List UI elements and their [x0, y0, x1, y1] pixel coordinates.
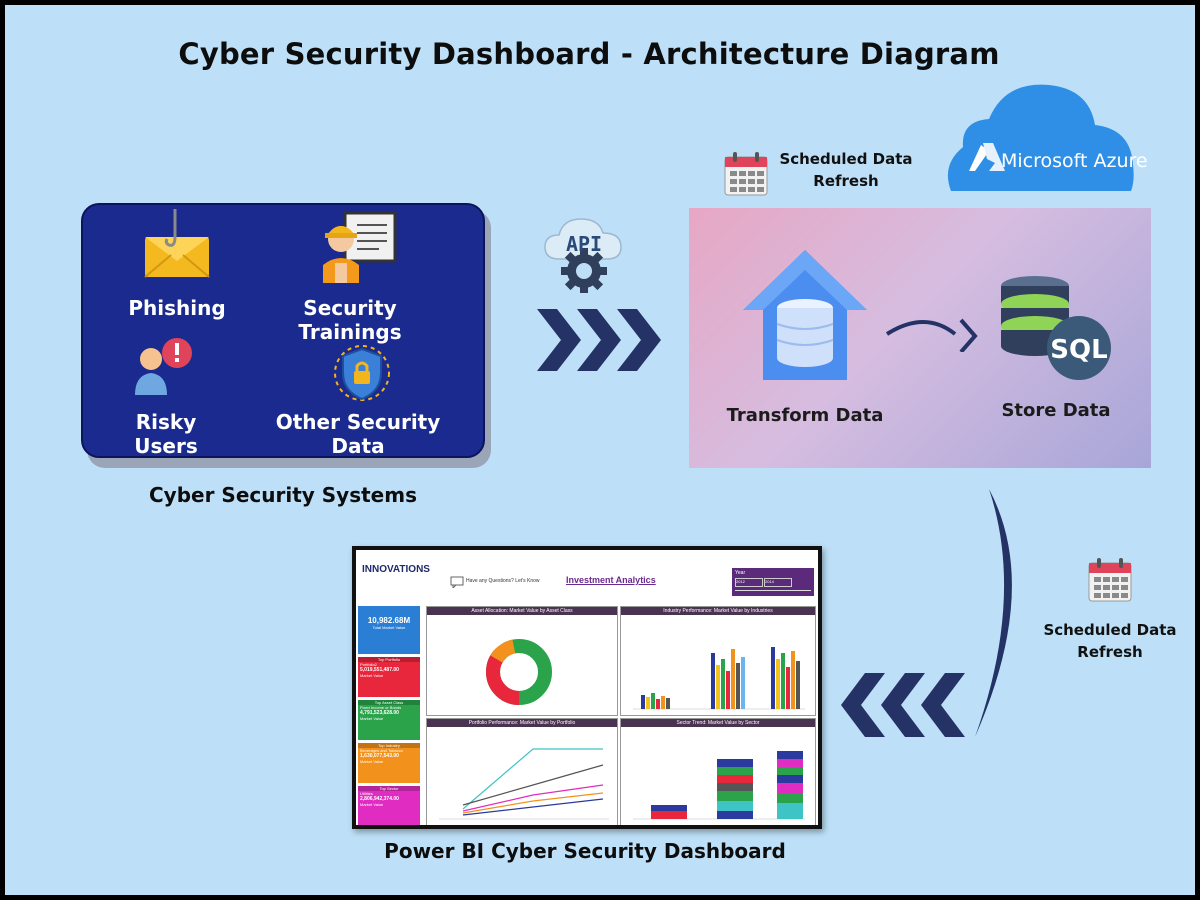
dashboard-caption: Power BI Cyber Security Dashboard [384, 839, 786, 863]
card-name: Utilities [360, 791, 373, 796]
data-warehouse-icon [743, 250, 867, 380]
refresh-right-line1: Scheduled Data [1043, 621, 1177, 639]
trainer-board-icon [323, 211, 397, 283]
card-title: Top Asset Class [358, 700, 420, 705]
other-security-data-label: Other Security Data [275, 410, 441, 458]
sql-database-icon: SQL [1001, 276, 1111, 380]
top-asset-class-card: Top Asset Class Fixed Income or Bonds 4,… [358, 700, 420, 740]
year-label: Year [735, 570, 746, 576]
store-data-label: Store Data [1001, 400, 1111, 421]
sql-label: SQL [1050, 335, 1107, 365]
card-sub: Market Value [360, 759, 384, 764]
card-sub: Market Value [360, 716, 384, 721]
transform-to-store-arrow-icon [885, 318, 978, 352]
top-portfolio-card: Top Portfolio Portfolio2 5,019,551,487.0… [358, 657, 420, 697]
security-trainings-label: Security Trainings [298, 296, 402, 344]
top-sector-card: Top Sector Utilities 2,806,942,374.00 Ma… [358, 786, 420, 825]
curved-flow-arrow-icon [975, 489, 1012, 737]
kpi-total-card: 10,982.68M Total Market Value [358, 606, 420, 654]
api-label: API [566, 232, 602, 256]
azure-label: Microsoft Azure [1001, 150, 1148, 172]
phishing-label: Phishing [128, 296, 226, 320]
diagram-canvas: Cyber Security Dashboard - Architecture … [5, 5, 1195, 895]
asset-allocation-chart: Asset Allocation: Market Value by Asset … [426, 606, 618, 716]
phishing-envelope-icon [144, 209, 210, 278]
risky-user-icon [135, 338, 192, 395]
stacked-bar-graphic [633, 751, 805, 820]
refresh-top-line2: Refresh [813, 172, 879, 190]
refresh-right-line2: Refresh [1077, 643, 1143, 661]
risky-users-label: Risky Users [134, 410, 198, 458]
systems-caption: Cyber Security Systems [149, 483, 417, 507]
chart-title: Portfolio Performance: Market Value by P… [427, 719, 617, 727]
chart-title: Industry Performance: Market Value by In… [621, 607, 815, 615]
kpi-total-value: 10,982.68M [367, 616, 411, 625]
refresh-top-caption: Scheduled Data Refresh [771, 148, 921, 192]
industry-performance-chart: Industry Performance: Market Value by In… [620, 606, 816, 716]
backward-chevrons-icon [841, 673, 965, 737]
calendar-icon [1088, 558, 1132, 602]
kpi-total-label: Total Market Value [372, 625, 406, 630]
year-slicer[interactable]: Year 2012 2014 [732, 568, 814, 596]
portfolio-performance-chart: Portfolio Performance: Market Value by P… [426, 718, 618, 825]
chat-bubble-icon [450, 576, 464, 588]
donut-graphic [486, 639, 552, 705]
year-from: 2012 [735, 578, 763, 587]
api-cloud-gear-icon: API [544, 218, 622, 293]
card-value: 2,806,942,374.00 [360, 796, 399, 802]
year-to: 2014 [764, 578, 792, 587]
chart-title: Sector Trend: Market Value by Sector [621, 719, 815, 727]
card-sub: Market Value [360, 673, 384, 678]
refresh-right-caption: Scheduled Data Refresh [1035, 619, 1185, 663]
card-title: Top Sector [358, 786, 420, 791]
refresh-top-line1: Scheduled Data [779, 150, 913, 168]
card-name: Fixed Income or Bonds [360, 705, 402, 710]
card-value: 5,019,551,487.00 [360, 667, 399, 673]
card-title: Top Portfolio [358, 657, 420, 662]
powerbi-dashboard-screenshot: INNOVATIONS Have any Questions? Let's Kn… [352, 546, 822, 829]
line-graphic [439, 748, 609, 820]
dashboard-question: Have any Questions? Let's Know [466, 578, 540, 584]
dashboard-brand: INNOVATIONS [362, 564, 430, 575]
sector-trend-chart: Sector Trend: Market Value by Sector [620, 718, 816, 825]
systems-panel: Phishing Security Trainings Risky Users [81, 203, 485, 458]
azure-cloud-icon [947, 84, 1134, 191]
top-industry-card: Top Industry Beverages and Tobacco 1,630… [358, 743, 420, 783]
card-value: 4,791,523,628.00 [360, 710, 399, 716]
bar-graphic [633, 647, 805, 710]
card-sub: Market Value [360, 802, 384, 807]
forward-chevrons-icon [537, 309, 661, 371]
card-title: Top Industry [358, 743, 420, 748]
diagram-title: Cyber Security Dashboard - Architecture … [178, 37, 1000, 71]
card-value: 1,630,077,543.00 [360, 753, 399, 759]
card-name: Portfolio2 [360, 662, 377, 667]
dashboard-heading: Investment Analytics [566, 575, 656, 585]
transform-data-label: Transform Data [726, 405, 884, 426]
processing-panel: Transform Data SQL Store Data [689, 208, 1151, 468]
calendar-icon [724, 152, 768, 196]
card-name: Beverages and Tobacco [360, 748, 403, 753]
chart-title: Asset Allocation: Market Value by Asset … [427, 607, 617, 615]
shield-lock-icon [334, 345, 390, 401]
